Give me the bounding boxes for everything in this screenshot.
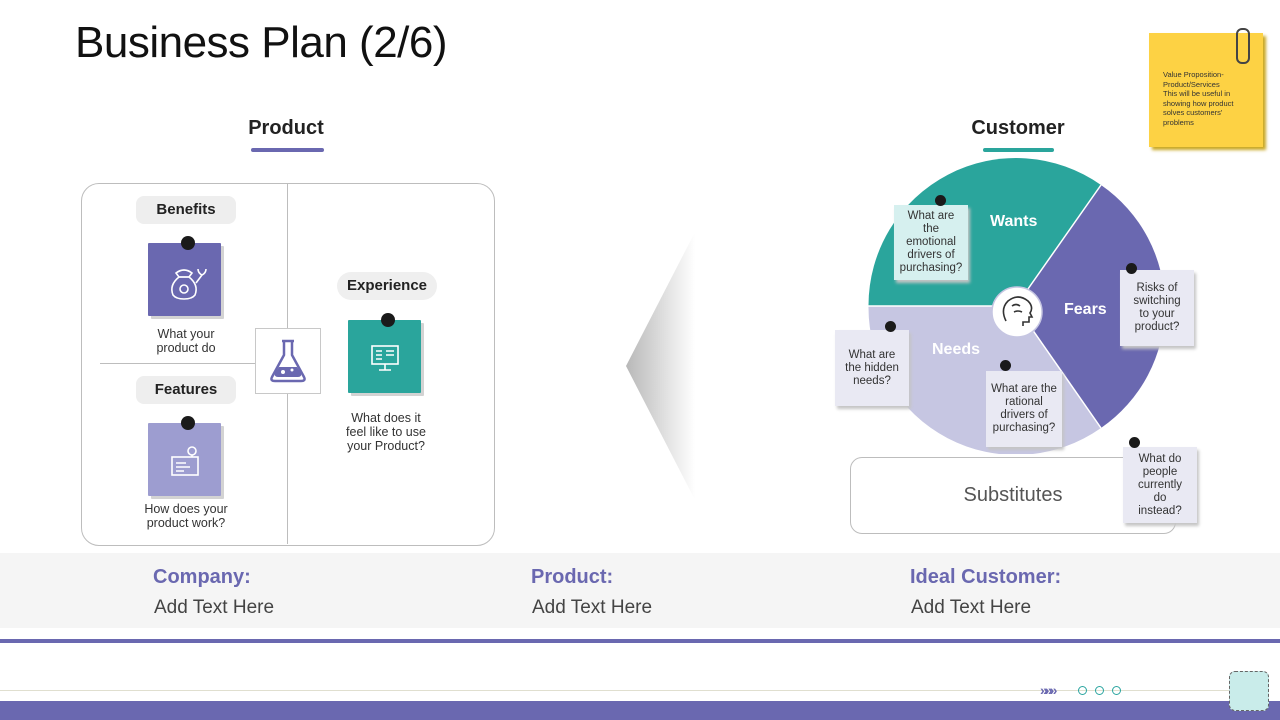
fears-segment [1016, 185, 1164, 428]
divider-purple [0, 639, 1280, 643]
experience-note [348, 320, 421, 393]
customer-heading-underline [983, 148, 1054, 152]
summary-band [0, 553, 1280, 628]
pushpin-icon [885, 321, 896, 332]
brain-icon [1002, 296, 1034, 326]
divider-thin [0, 690, 1230, 691]
benefits-note [148, 243, 221, 316]
experience-label: Experience [337, 272, 437, 300]
footer-bar [0, 701, 1280, 720]
flask-box [255, 328, 321, 394]
substitutes-note: What do people currently do instead? [1123, 447, 1197, 523]
dot-icon [1095, 686, 1104, 695]
product-divider-horizontal [100, 363, 287, 364]
monitor-icon [371, 345, 399, 371]
fears-label: Fears [1064, 301, 1107, 318]
ideal-customer-label: Ideal Customer: [910, 566, 1062, 588]
features-note [148, 423, 221, 496]
product-box [81, 183, 495, 546]
hidden-needs-note: What are the hidden needs? [835, 330, 909, 406]
customer-heading: Customer [971, 117, 1065, 139]
page-title: Business Plan (2/6) [75, 18, 448, 67]
pushpin-icon [1126, 263, 1137, 274]
benefits-caption: What your product do [156, 327, 216, 355]
product-blueprint-icon [171, 446, 199, 476]
product-heading: Product [248, 117, 324, 139]
pushpin-icon [381, 313, 395, 327]
wants-label: Wants [990, 213, 1038, 230]
value-proposition-sticky-note [1149, 33, 1263, 147]
pushpin-icon [1129, 437, 1140, 448]
features-caption: How does your product work? [144, 502, 228, 530]
experience-caption: What does it feel like to use your Produ… [346, 411, 426, 453]
paperclip-icon [1236, 28, 1250, 64]
product-heading-underline [251, 148, 324, 152]
chevrons-icon: »»» [1040, 682, 1057, 698]
center-circle [991, 286, 1043, 338]
rational-needs-note: What are the rational drivers of purchas… [986, 371, 1062, 447]
needs-label: Needs [932, 341, 981, 358]
corner-square-icon [1229, 671, 1269, 711]
fears-note: Risks of switching to your product? [1120, 270, 1194, 346]
pushpin-icon [181, 236, 195, 250]
sticky-note-text: Value Proposition- Product/Services This… [1163, 70, 1234, 127]
features-label: Features [136, 376, 236, 404]
wants-note: What are the emotional drivers of purcha… [894, 205, 968, 280]
ideal-customer-value: Add Text Here [911, 597, 1032, 618]
dot-icon [1112, 686, 1121, 695]
pushpin-icon [181, 416, 195, 430]
benefits-label: Benefits [136, 196, 236, 224]
company-label: Company: [153, 566, 251, 588]
dot-icon [1078, 686, 1087, 695]
product-value: Add Text Here [532, 597, 653, 618]
money-bag-icon [171, 268, 207, 300]
pushpin-icon [1000, 360, 1011, 371]
arrow-wedge [626, 232, 695, 500]
company-value: Add Text Here [154, 597, 275, 618]
product-label: Product: [531, 566, 614, 588]
flask-icon [270, 339, 306, 383]
pushpin-icon [935, 195, 946, 206]
